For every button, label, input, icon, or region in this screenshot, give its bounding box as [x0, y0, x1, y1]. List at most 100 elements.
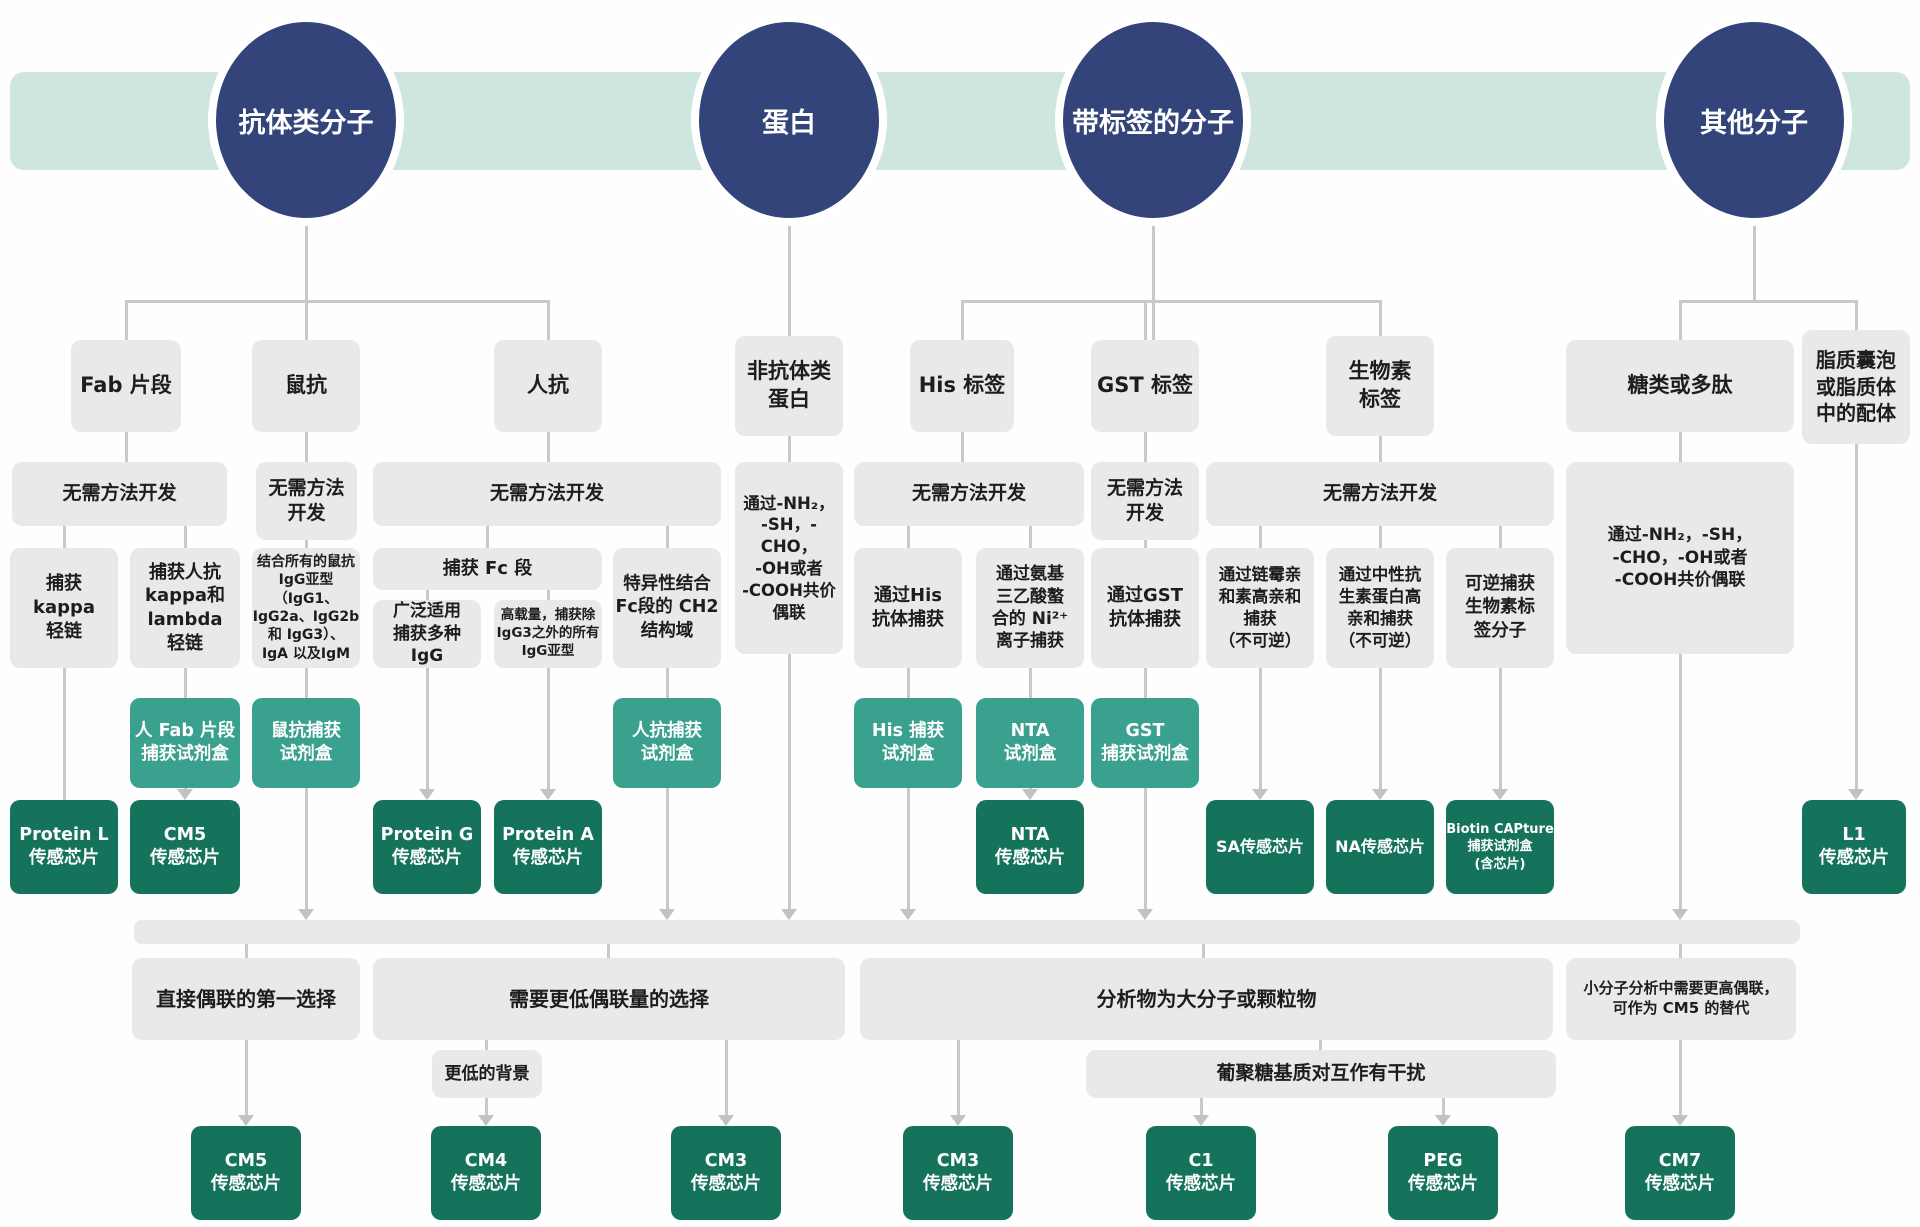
connector-line	[906, 524, 910, 550]
connector-line	[244, 944, 248, 960]
connector-arrow	[1435, 1098, 1451, 1126]
chip-cm4-bottom: CM4 传感芯片	[431, 1126, 541, 1220]
connector-arrow	[1672, 1040, 1688, 1126]
category-mouse-antibody: 鼠抗	[252, 340, 360, 432]
connector-arrow	[900, 785, 916, 920]
circle-protein: 蛋白	[691, 14, 887, 226]
connector-line	[304, 430, 308, 464]
connector-strip	[134, 920, 1800, 944]
connector-line	[124, 300, 128, 344]
capture-fc-high-load: 高载量，捕获除 IgG3之外的所有 IgG亚型	[494, 600, 602, 668]
method-band-fab: 无需方法开发	[12, 462, 227, 526]
connector-line	[1378, 430, 1382, 464]
category-human-antibody: 人抗	[494, 340, 602, 432]
connector-line	[1678, 300, 1682, 344]
capture-all-mouse-igg: 结合所有的鼠抗 IgG亚型（IgG1、 IgG2a、IgG2b 和 IgG3）、…	[252, 548, 360, 668]
connector-arrow	[718, 1040, 734, 1126]
circle-tagged-molecules: 带标签的分子	[1055, 14, 1251, 226]
connector-line	[665, 666, 669, 698]
connector-line	[787, 434, 791, 464]
band-large-analyte: 分析物为大分子或颗粒物	[860, 958, 1553, 1040]
connector-arrow	[1492, 666, 1508, 800]
chip-peg-bottom: PEG 传感芯片	[1388, 1126, 1498, 1220]
chip-cm7-bottom: CM7 传感芯片	[1625, 1126, 1735, 1220]
connector-line	[183, 666, 187, 698]
connector-arrow	[659, 785, 675, 920]
connector-line	[1678, 430, 1682, 464]
connector-line	[1028, 524, 1032, 550]
connector-line	[425, 588, 429, 602]
connector-line	[1143, 666, 1147, 698]
chip-cm3-bottom-2: CM3 传感芯片	[903, 1126, 1013, 1220]
connector-line	[1378, 524, 1382, 550]
method-band-biotin: 无需方法开发	[1206, 462, 1554, 526]
connector-arrow	[298, 785, 314, 920]
chip-nta: NTA 传感芯片	[976, 800, 1084, 894]
capture-reversible-biotin: 可逆捕获 生物素标 签分子	[1446, 548, 1554, 668]
capture-his-antibody: 通过His 抗体捕获	[854, 548, 962, 668]
connector-arrow	[1193, 1098, 1209, 1126]
connector-line	[665, 524, 669, 550]
connector-line	[546, 430, 550, 464]
connector-arrow	[238, 1040, 254, 1126]
connector-line	[1678, 944, 1682, 960]
connector-line	[485, 524, 489, 550]
method-band-his: 无需方法开发	[854, 462, 1084, 526]
circle-antibody-molecules: 抗体类分子	[208, 14, 404, 226]
connector-line	[1318, 1040, 1322, 1052]
connector-line	[606, 944, 610, 960]
capture-specific-ch2: 特异性结合 Fc段的 CH2 结构域	[613, 548, 721, 668]
connector-line	[1854, 300, 1858, 336]
category-gst-tag: GST 标签	[1091, 340, 1199, 432]
chip-l1: L1 传感芯片	[1802, 800, 1906, 894]
connector-line	[1028, 666, 1032, 698]
connector-line	[1143, 430, 1147, 464]
chip-cm3-bottom-1: CM3 传感芯片	[671, 1126, 781, 1220]
category-sugar-peptide: 糖类或多肽	[1566, 340, 1794, 432]
connector-arrow	[1252, 666, 1268, 800]
connector-line	[1201, 944, 1205, 960]
connector-line	[1143, 536, 1147, 550]
connector-arrow	[1848, 444, 1864, 800]
branch-rail	[961, 300, 1381, 303]
connector-arrow	[950, 1040, 966, 1126]
band-lower-background: 更低的背景	[432, 1050, 542, 1098]
capture-nta-nickel: 通过氨基 三乙酸螯 合的 Ni²⁺ 离子捕获	[976, 548, 1084, 668]
method-band-gst: 无需方法 开发	[1091, 462, 1199, 540]
capture-human-kappa-lambda: 捕获人抗 kappa和 lambda 轻链	[130, 548, 240, 668]
connector-line	[1151, 222, 1155, 342]
connector-arrow	[1672, 654, 1688, 920]
branch-rail	[125, 300, 549, 303]
chip-protein-l: Protein L 传感芯片	[10, 800, 118, 894]
capture-kappa-light-chain: 捕获 kappa 轻链	[10, 548, 118, 668]
capture-neutravidin: 通过中性抗 生素蛋白高 亲和捕获 （不可逆）	[1326, 548, 1434, 668]
chip-cm5: CM5 传感芯片	[130, 800, 240, 894]
connector-arrow	[478, 1098, 494, 1126]
capture-fc-broad-igg: 广泛适用 捕获多种 IgG	[373, 600, 481, 668]
chip-protein-a: Protein A 传感芯片	[494, 800, 602, 894]
category-biotin-tag: 生物素 标签	[1326, 336, 1434, 436]
band-lower-coupling-choice: 需要更低偶联量的选择	[373, 958, 845, 1040]
category-non-antibody-protein: 非抗体类 蛋白	[735, 336, 843, 436]
connector-line	[960, 430, 964, 464]
connector-line	[304, 666, 308, 698]
kit-nta: NTA 试剂盒	[976, 698, 1084, 788]
band-direct-coupling-first-choice: 直接偶联的第一选择	[132, 958, 360, 1040]
connector-line	[62, 666, 66, 800]
connector-line	[1378, 300, 1382, 344]
connector-line	[304, 536, 308, 550]
kit-his-capture: His 捕获 试剂盒	[854, 698, 962, 788]
chip-cm5-bottom: CM5 传感芯片	[191, 1126, 301, 1220]
chip-c1-bottom: C1 传感芯片	[1146, 1126, 1256, 1220]
connector-line	[1498, 524, 1502, 550]
connector-line	[304, 222, 308, 342]
connector-arrow	[540, 666, 556, 800]
connector-line	[1258, 524, 1262, 550]
connector-arrow	[1372, 666, 1388, 800]
connector-line	[546, 588, 550, 602]
kit-human-capture: 人抗捕获 试剂盒	[613, 698, 721, 788]
connector-line	[960, 300, 964, 344]
capture-streptavidin: 通过链霉亲 和素高亲和 捕获 （不可逆）	[1206, 548, 1314, 668]
coupling-box-sugar: 通过-NH₂，-SH， -CHO，-OH或者 -COOH共价偶联	[1566, 462, 1794, 654]
